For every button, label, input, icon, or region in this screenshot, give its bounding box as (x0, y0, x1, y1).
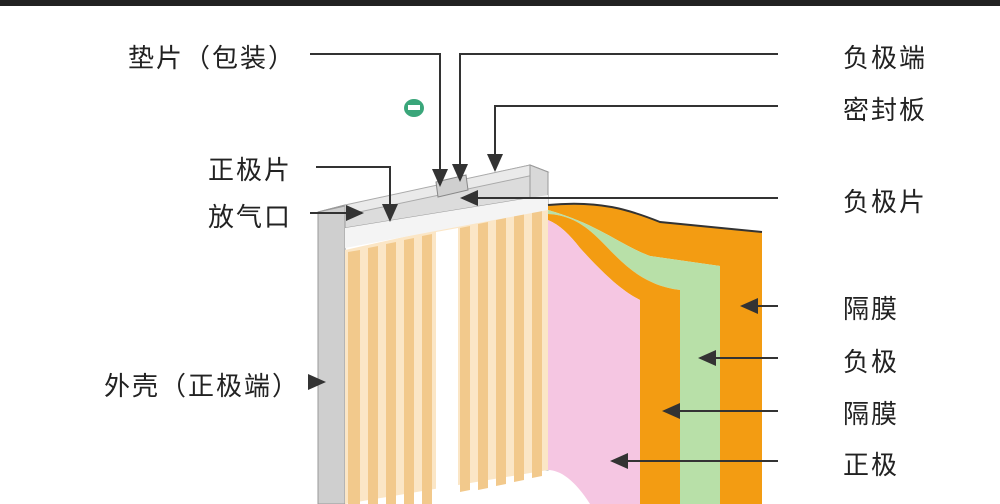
label-seal-plate: 密封板 (843, 96, 928, 126)
leader-lines (308, 53, 778, 469)
label-vent: 放气口 (208, 203, 293, 233)
label-positive-electrode: 正极 (843, 451, 900, 481)
label-negative-tab: 负极片 (843, 188, 928, 218)
battery-shell (317, 204, 346, 504)
label-negative-terminal: 负极端 (843, 44, 928, 74)
label-shell: 外壳（正极端） (104, 372, 301, 402)
label-separator-1: 隔膜 (843, 295, 900, 325)
label-separator-2: 隔膜 (843, 400, 900, 430)
label-gasket: 垫片（包装） (128, 44, 297, 74)
label-negative-electrode: 负极 (843, 348, 900, 378)
electrode-stack (345, 195, 548, 504)
unrolled-layers (547, 202, 763, 504)
label-positive-tab: 正极片 (208, 156, 293, 186)
top-border (0, 0, 1000, 6)
